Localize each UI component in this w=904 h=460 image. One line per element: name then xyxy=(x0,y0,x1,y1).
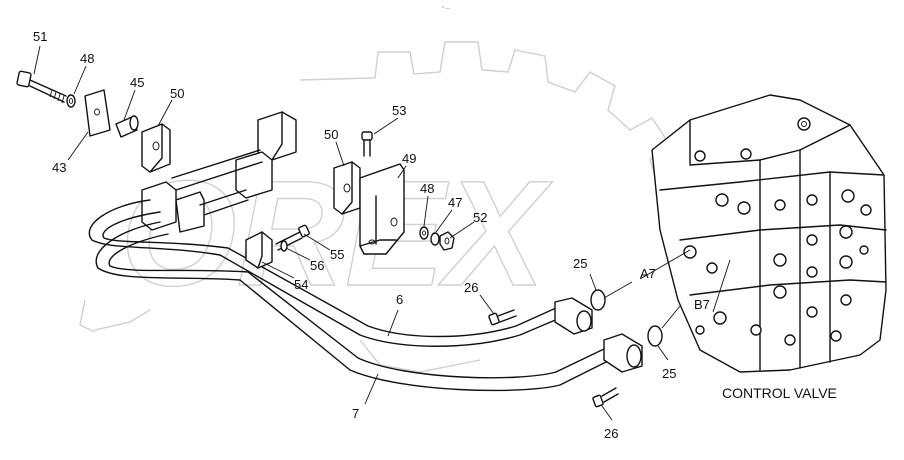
valve-fittings xyxy=(683,117,872,346)
pipe-bracket-assembly-icon xyxy=(141,111,297,233)
callout-50-middle: 50 xyxy=(324,127,338,142)
port-label-b7: B7 xyxy=(694,297,710,312)
callout-26-upper: 26 xyxy=(464,280,478,295)
clip-54-icon xyxy=(245,231,273,269)
washer-47-icon xyxy=(430,232,440,246)
bolt-53-icon xyxy=(361,131,373,157)
callout-49: 49 xyxy=(402,151,416,166)
tiny-mark: ° --- xyxy=(442,6,451,12)
callout-labels: 51 48 45 43 50 53 50 49 48 47 52 55 56 5… xyxy=(33,29,837,441)
clamp-block-50-left-icon xyxy=(141,123,171,173)
leader-lines xyxy=(33,45,731,421)
port-label-a7: A7 xyxy=(640,266,656,281)
callout-7: 7 xyxy=(352,406,359,421)
flange-pipe-7-icon xyxy=(603,333,643,373)
o-ring-25-lower-icon xyxy=(647,325,663,347)
callout-47: 47 xyxy=(448,195,462,210)
callout-53: 53 xyxy=(392,103,406,118)
callout-48-left: 48 xyxy=(80,51,94,66)
spacer-45-icon xyxy=(115,115,139,138)
pipe-7-icon xyxy=(95,221,611,392)
watermark-gear-base xyxy=(79,299,481,373)
washer-48-icon xyxy=(66,94,76,108)
callout-45: 45 xyxy=(130,75,144,90)
callout-48-right: 48 xyxy=(420,181,434,196)
watermark-gear-outline xyxy=(299,41,669,191)
callout-25-upper: 25 xyxy=(573,256,587,271)
callout-51: 51 xyxy=(33,29,47,44)
callout-26-lower: 26 xyxy=(604,426,618,441)
control-valve-icon xyxy=(651,94,887,373)
washer-56-icon xyxy=(280,240,288,252)
plate-43-icon xyxy=(84,89,111,137)
callout-56: 56 xyxy=(310,258,324,273)
washer-48-right-icon xyxy=(419,226,429,240)
bolt-26-lower-icon xyxy=(592,387,619,408)
nut-52-icon xyxy=(439,231,455,251)
clamp-block-50-middle-icon xyxy=(333,161,361,215)
caption-control-valve: CONTROL VALVE xyxy=(722,385,837,401)
callout-6: 6 xyxy=(396,292,403,307)
callout-55: 55 xyxy=(330,247,344,262)
callout-50-left: 50 xyxy=(170,86,184,101)
callout-25-lower: 25 xyxy=(662,366,676,381)
pipe-6-icon xyxy=(88,199,561,347)
flange-pipe-6-icon xyxy=(554,297,593,335)
o-ring-25-upper-icon xyxy=(590,289,606,311)
bolt-26-upper-icon xyxy=(488,309,517,326)
callout-54: 54 xyxy=(294,277,308,292)
bracket-49-icon xyxy=(359,163,405,255)
bolt-51-icon xyxy=(16,70,67,104)
callout-52: 52 xyxy=(473,210,487,225)
callout-43: 43 xyxy=(52,160,66,175)
